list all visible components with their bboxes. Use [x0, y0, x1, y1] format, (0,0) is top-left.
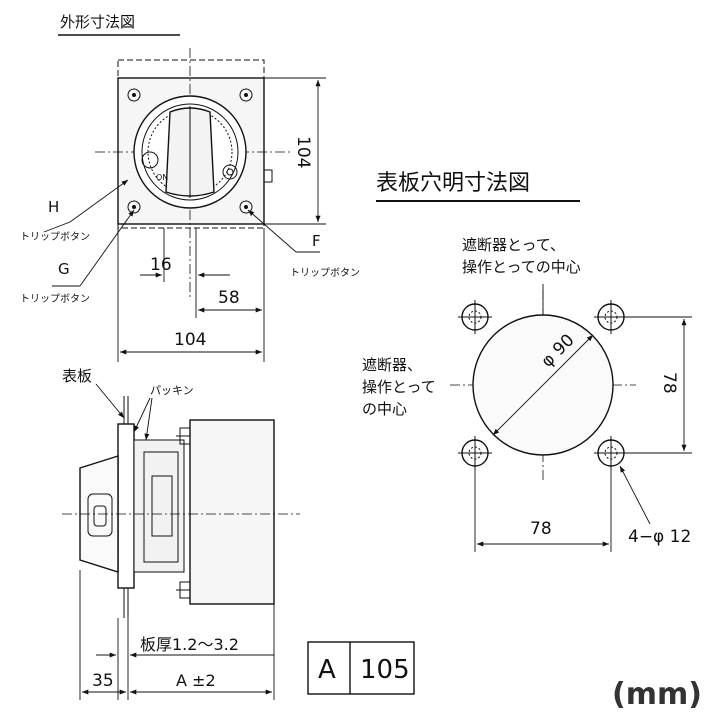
spec-box-frame — [307, 641, 415, 695]
front-dim-16: 16 — [150, 255, 172, 275]
mount-hole-tl — [458, 300, 492, 334]
spec-box-key: A — [318, 655, 336, 685]
unit-label: (mm) — [612, 677, 702, 712]
spec-box-value: 105 — [360, 655, 410, 685]
mechanism-core — [151, 475, 173, 537]
front-dim-58: 58 — [218, 288, 240, 308]
side-view: 表板 パッキン 板厚1.2～3.2 35 — [62, 367, 300, 700]
front-width-dim: 104 — [174, 330, 206, 350]
mechanism-inner — [143, 451, 179, 563]
front-tab — [263, 169, 273, 183]
handle-indicator-right-inner — [226, 168, 234, 176]
gasket-flange — [117, 423, 135, 589]
leader-packing-2 — [144, 397, 153, 441]
cutout-note-top-2: 操作とっての中心 — [462, 258, 581, 276]
handle-indicator-left — [141, 151, 159, 169]
spec-box: A 105 — [307, 641, 415, 695]
handle-inner-ring — [141, 103, 239, 201]
leader-packing-1 — [133, 397, 151, 433]
outline-title: 外形寸法図 — [60, 13, 135, 31]
cutout-height-dim: 78 — [659, 372, 679, 394]
front-view: ON 104 16 58 104 H トリップボタン G トリップボタン F — [20, 48, 360, 362]
cutout-hole-callout: 4−φ 12 — [628, 527, 691, 547]
mechanism-block — [133, 439, 185, 573]
side-dim-35: 35 — [92, 671, 114, 691]
cutout-note-left-2: 操作とって — [362, 378, 436, 396]
label-g: G — [58, 260, 70, 278]
leader-panel — [95, 383, 125, 419]
cutout-width-dim: 78 — [530, 519, 552, 539]
diameter-line — [492, 334, 594, 436]
mount-hole-bl — [458, 436, 492, 470]
trip-button-h: トリップボタン — [20, 231, 90, 243]
label-h: H — [48, 198, 59, 216]
label-f: F — [312, 232, 321, 250]
mount-hole-br — [594, 436, 628, 470]
leader-g-2 — [79, 209, 135, 287]
thickness-label: 板厚1.2～3.2 — [140, 635, 239, 654]
front-screw-bl — [127, 200, 141, 214]
cutout-view: 遮断器とって、 操作とっての中心 遮断器、 操作とって の中心 φ 90 — [362, 236, 692, 552]
side-dim-a: A ±2 — [176, 671, 216, 690]
front-screw-tr — [239, 88, 253, 102]
trip-button-g: トリップボタン — [20, 293, 90, 305]
leader-h-1 — [43, 221, 71, 233]
label-panel: 表板 — [62, 367, 92, 385]
mount-hole-tr — [594, 300, 628, 334]
front-height-dim: 104 — [293, 136, 313, 168]
cutout-note-left-3: の中心 — [362, 400, 407, 418]
trip-button-f: トリップボタン — [290, 267, 360, 279]
leader-f-2 — [247, 209, 297, 253]
leader-h-2 — [69, 179, 129, 223]
handle-indicator-right — [222, 164, 238, 180]
leader-hole-callout — [619, 465, 651, 525]
front-screw-tl — [127, 88, 141, 102]
cutout-title: 表板穴明寸法図 — [376, 171, 530, 196]
breaker-body — [189, 419, 275, 605]
label-packing: パッキン — [150, 384, 194, 397]
handle-marking: ON — [156, 173, 168, 182]
front-screw-br — [239, 200, 253, 214]
cutout-note-left-1: 遮断器、 — [362, 356, 422, 374]
cutout-note-top-1: 遮断器とって、 — [462, 236, 565, 254]
side-handle-window — [87, 493, 113, 537]
side-handle-window-inner — [93, 505, 107, 527]
